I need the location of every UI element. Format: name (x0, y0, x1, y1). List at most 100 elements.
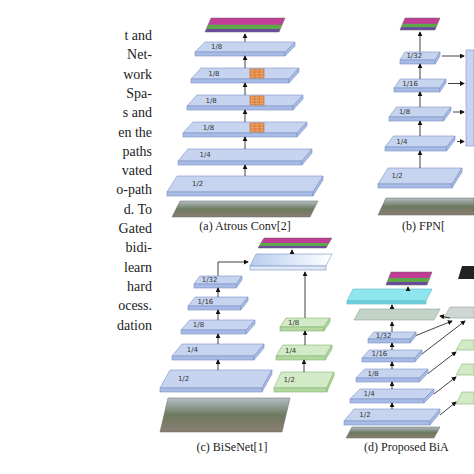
scale-label: 1/32 (406, 52, 422, 60)
connector-arrow (218, 334, 219, 344)
layer-side-face (430, 409, 440, 425)
scale-label: 1/4 (396, 138, 407, 146)
layer-shape (378, 168, 462, 188)
atrous-kernel (250, 69, 264, 78)
layout-arrow (292, 250, 293, 254)
connector-arrow (245, 110, 246, 122)
layer-front-face (183, 133, 297, 137)
connector-arrow (392, 403, 393, 409)
layer-front-face (187, 106, 293, 110)
layer-front-face (350, 399, 424, 403)
connector-arrow (218, 310, 219, 320)
connector-arrow (245, 83, 246, 95)
feature-map-layer: 1/32 (368, 332, 416, 343)
atrous-kernel (250, 123, 264, 132)
scale-label: 1/4 (199, 151, 210, 159)
connector-arrow (245, 165, 246, 176)
layout-arrow (392, 305, 393, 309)
input-image (346, 427, 440, 438)
layer-side-face (435, 52, 440, 64)
layer-side-face (289, 68, 299, 83)
layer-top-face (400, 52, 440, 60)
scale-label: 1/32 (202, 276, 218, 284)
connector-arrow (245, 137, 246, 149)
body-text-fragment: dation (0, 317, 152, 334)
layer-front-face (356, 378, 419, 382)
cropped-layer (456, 364, 474, 375)
scale-label: 1/8 (288, 319, 299, 327)
scale-label: 1/2 (284, 376, 295, 384)
layout-arrow (422, 321, 465, 354)
output-image (205, 18, 285, 32)
scale-label: 1/8 (206, 97, 217, 105)
feature-map-layer: 1/8 (389, 107, 451, 121)
body-text-fragment: t and (0, 27, 152, 44)
feature-map-layer: 1/2 (160, 370, 272, 392)
feature-map-layer: 1/4 (178, 149, 312, 165)
layout-arrow (416, 321, 452, 336)
layout-arrow (440, 402, 456, 415)
layer-side-face (246, 320, 255, 334)
layout-arrow (392, 322, 393, 332)
layer-front-face (368, 339, 410, 343)
layer-front-face (172, 356, 254, 360)
layer-top-face (389, 107, 451, 117)
layout-arrow (457, 141, 464, 142)
layer-shape (276, 345, 332, 360)
feature-map-layer: 1/8 (191, 68, 299, 83)
layer-shape (195, 42, 295, 56)
layer-front-face (188, 306, 241, 310)
layer-side-face (419, 369, 428, 382)
layer-front-face (280, 327, 324, 331)
connector-arrow (245, 56, 246, 68)
layer-front-face (378, 184, 452, 188)
layer-shape (344, 409, 440, 425)
body-text-fragment: hard (0, 278, 152, 295)
layer-side-face (254, 344, 264, 360)
scale-label: 1/32 (376, 332, 392, 340)
fusion-block (250, 254, 332, 266)
feature-map-layer: 1/8 (280, 318, 330, 331)
layer-top-face (194, 276, 242, 284)
layer-front-face (276, 356, 325, 360)
layer-shape (194, 276, 242, 288)
feature-map-layer: 1/16 (188, 297, 248, 310)
layout-arrow (440, 316, 450, 318)
scale-label: 1/8 (193, 321, 204, 329)
layer-top-face (274, 372, 334, 388)
layer-top-face (362, 350, 422, 358)
output-image (400, 18, 440, 30)
layer-shape (356, 369, 428, 382)
layer-shape (368, 332, 416, 343)
layer-top-face (280, 318, 330, 327)
output-image (258, 238, 332, 248)
connector-arrow (305, 331, 306, 345)
cropped-layer (456, 392, 474, 404)
scale-label: 1/2 (178, 375, 189, 383)
connector-arrow (420, 121, 421, 136)
subfigure-caption: (c) BiSeNet[1] (157, 440, 307, 455)
fusion-layer (347, 289, 432, 301)
layer-top-face (178, 149, 312, 161)
layer-side-face (293, 95, 303, 110)
layer-front-face (362, 358, 415, 362)
layer-front-face (400, 60, 435, 64)
layer-shape (191, 68, 299, 83)
layer-shape (274, 372, 334, 392)
body-text-fragment: Spa- (0, 85, 152, 102)
layer-side-face (410, 332, 416, 343)
layer-side-face (236, 276, 242, 288)
layer-side-face (297, 122, 307, 137)
layout-arrow (448, 83, 464, 84)
body-text-fragment: o-path (0, 181, 152, 198)
layout-arrow (434, 377, 456, 394)
connector-arrow (218, 360, 219, 370)
cropped-image (458, 266, 474, 279)
layer-side-face (424, 389, 434, 403)
layout-arrow (453, 112, 464, 113)
feature-map-layer: 1/8 (187, 95, 303, 110)
body-text-fragment: vated (0, 162, 152, 179)
layer-side-face (313, 176, 323, 196)
connector-arrow (420, 92, 421, 107)
fusion-block (250, 266, 326, 270)
